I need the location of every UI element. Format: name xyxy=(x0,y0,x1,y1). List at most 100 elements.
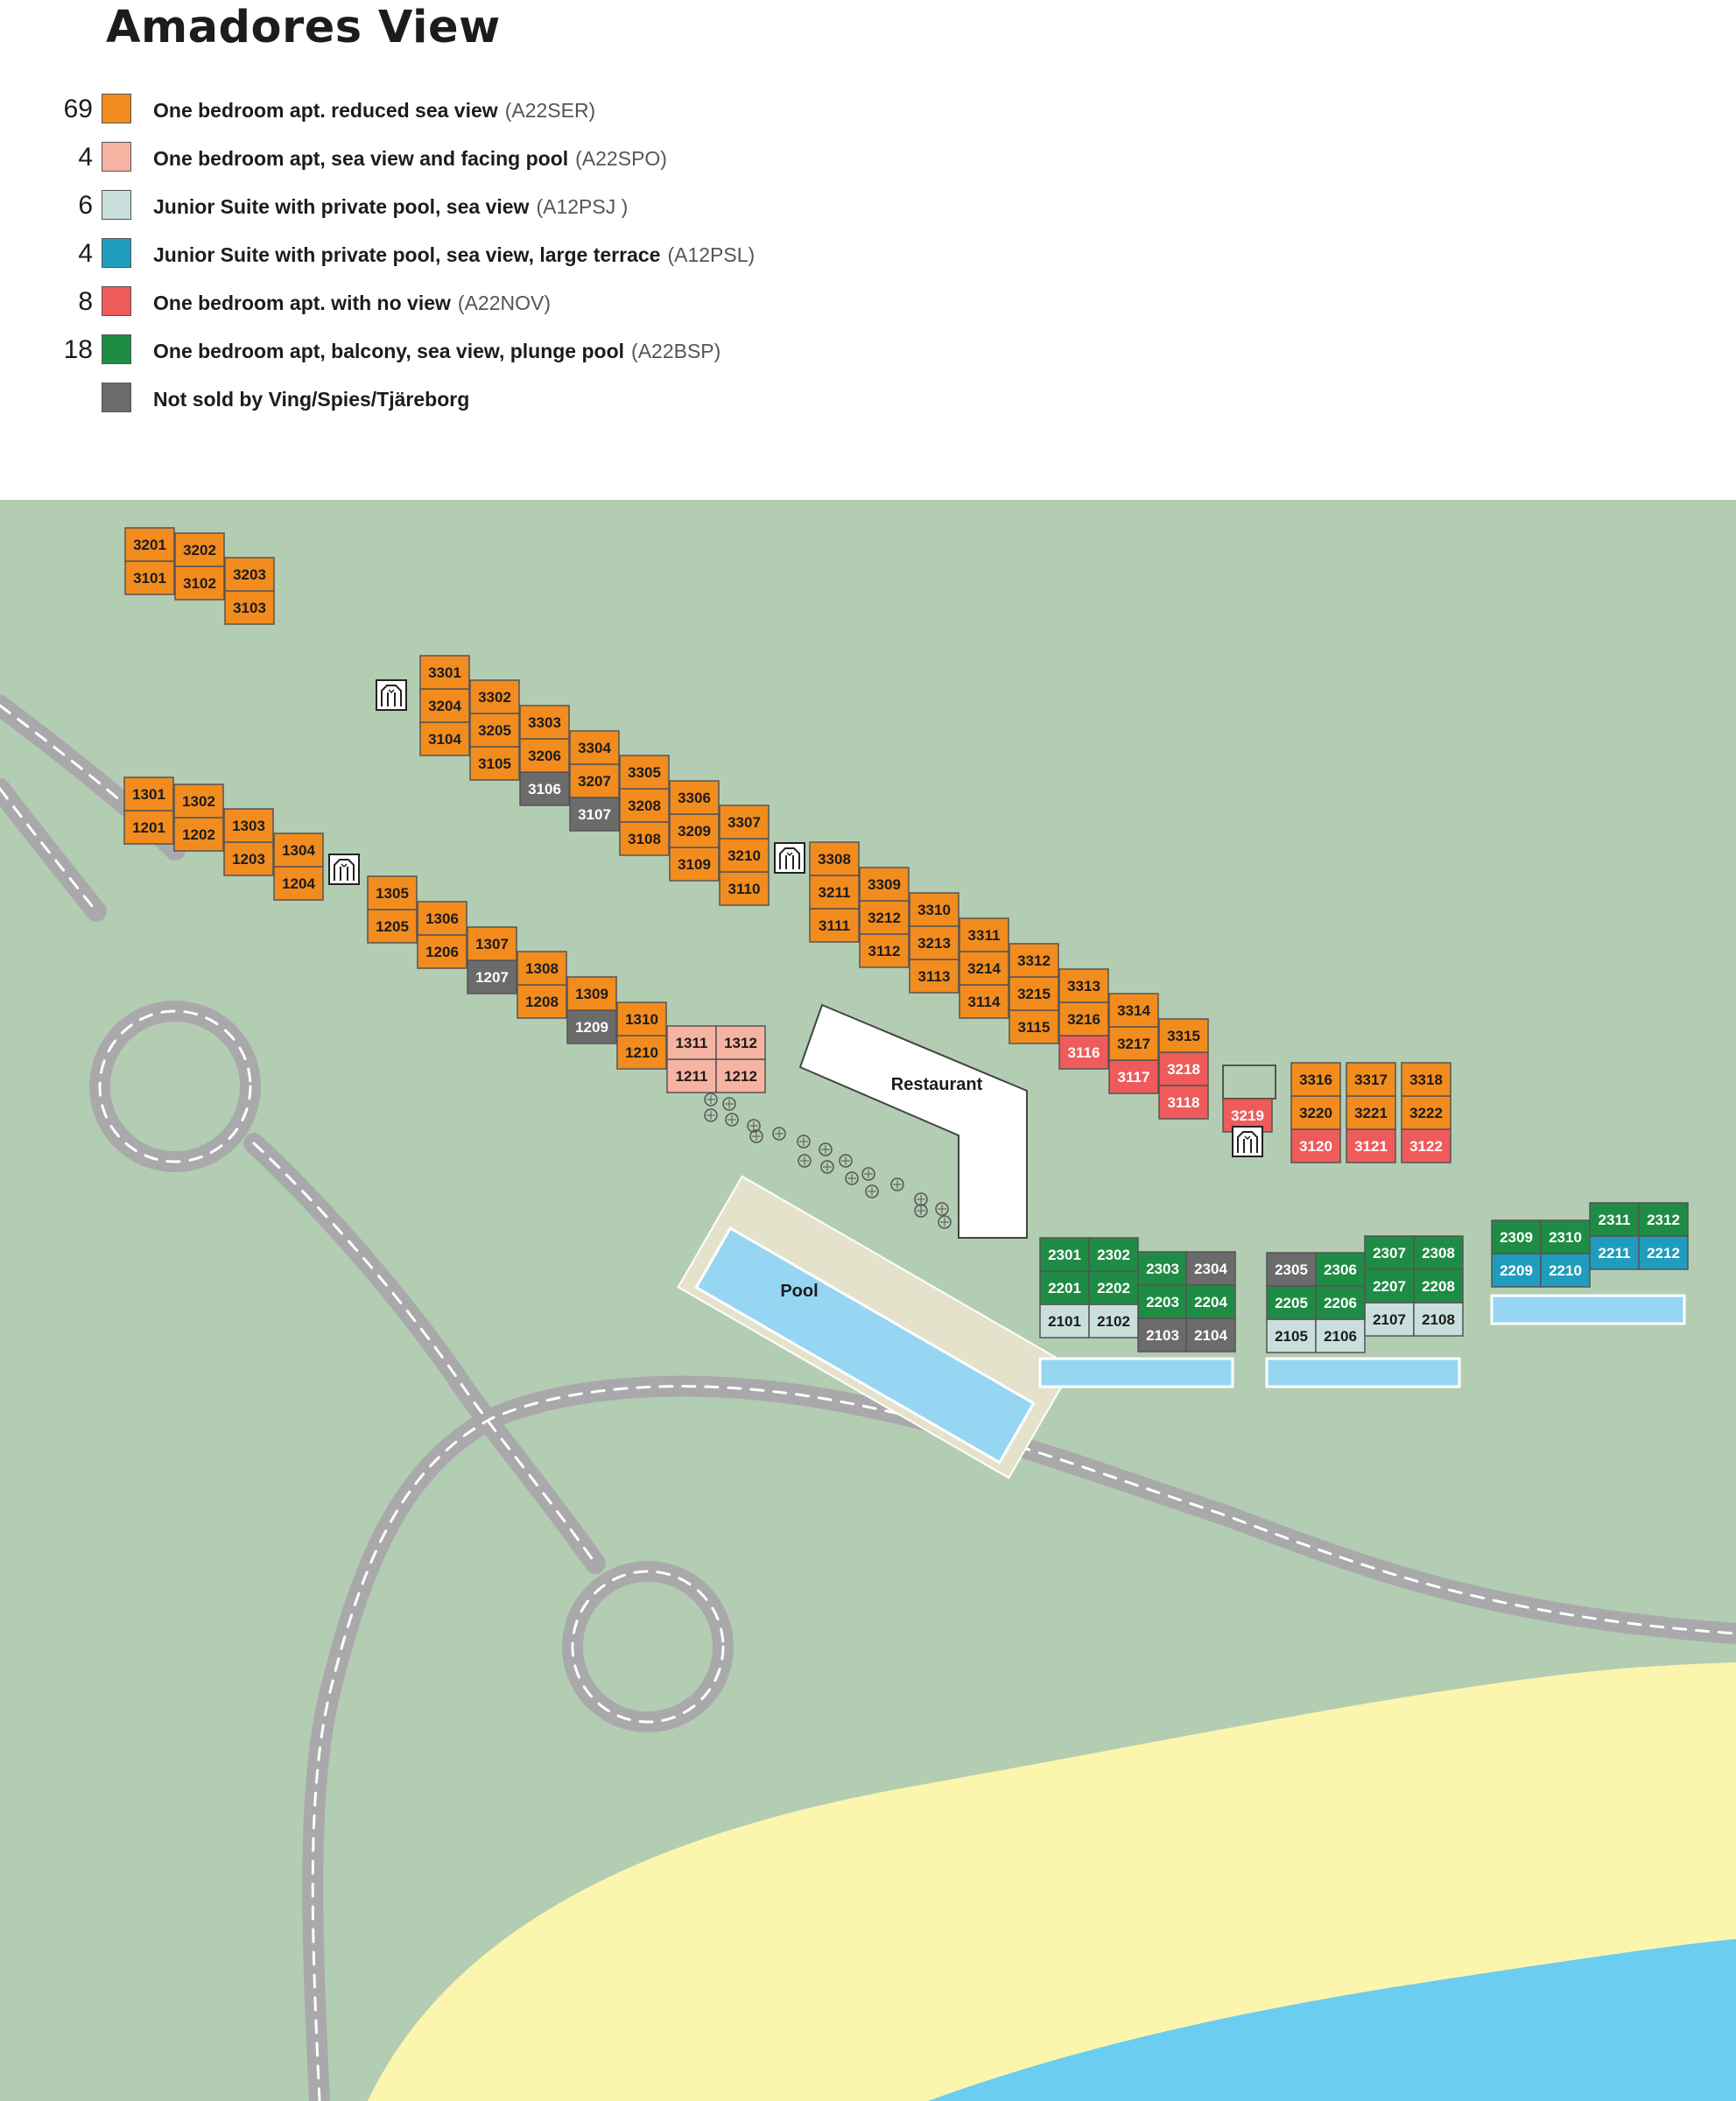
unit-number: 3107 xyxy=(578,806,611,823)
unit-number: 1203 xyxy=(232,851,265,868)
unit-number: 3216 xyxy=(1067,1011,1100,1028)
unit-3218: 3218 xyxy=(1158,1051,1209,1086)
unit-number: 3212 xyxy=(868,910,901,926)
unit-number: 3117 xyxy=(1118,1069,1150,1086)
unit-3311: 3311 xyxy=(959,917,1009,952)
legend-label: Not sold by Ving/Spies/Tjäreborg xyxy=(153,388,470,411)
unit-number: 3108 xyxy=(628,831,661,847)
legend-swatch xyxy=(102,94,131,123)
umbrella-icon xyxy=(725,1113,739,1127)
unit-number: 1302 xyxy=(182,793,215,810)
unit-box xyxy=(1158,1085,1209,1120)
pool-area xyxy=(677,1175,1074,1479)
unit-number: 2208 xyxy=(1422,1278,1455,1295)
unit-number: 1207 xyxy=(475,969,509,986)
unit-number: 3203 xyxy=(233,566,266,583)
unit-1306: 1306 xyxy=(417,901,467,936)
unit-number: 2312 xyxy=(1647,1212,1680,1228)
unit-3301: 3301 xyxy=(419,655,470,690)
legend-swatch xyxy=(102,190,131,220)
unit-3120: 3120 xyxy=(1290,1128,1341,1163)
unit-box xyxy=(1058,1001,1109,1036)
unit-box xyxy=(809,908,860,943)
legend-count: 4 xyxy=(78,143,93,172)
unit-number: 3316 xyxy=(1299,1072,1332,1088)
unit-box xyxy=(223,841,274,876)
unit-1311: 1311 xyxy=(666,1025,717,1060)
umbrella-icon xyxy=(722,1097,736,1111)
unit-number: 2106 xyxy=(1324,1328,1357,1345)
unit-number: 1212 xyxy=(724,1068,757,1085)
unit-number: 3110 xyxy=(728,881,761,897)
unit-box xyxy=(1009,943,1059,978)
unit-number: 3116 xyxy=(1068,1044,1100,1061)
unit-number: 1206 xyxy=(425,944,459,960)
unit-number: 1306 xyxy=(425,910,459,927)
legend-count: 69 xyxy=(63,95,93,123)
unit-box xyxy=(1158,1018,1209,1053)
unit-box xyxy=(1401,1128,1451,1163)
unit-number: 2309 xyxy=(1500,1229,1533,1246)
unit-number: 2211 xyxy=(1599,1245,1631,1261)
unit-3118: 3118 xyxy=(1158,1085,1209,1120)
unit-2311: 2311 xyxy=(1589,1202,1640,1237)
unit-box xyxy=(1413,1268,1464,1303)
unit-box xyxy=(1039,1303,1090,1339)
unit-3221: 3221 xyxy=(1346,1095,1396,1130)
unit-1210: 1210 xyxy=(616,1035,667,1070)
unit-number: 1312 xyxy=(724,1035,757,1051)
private-pool xyxy=(1490,1294,1686,1325)
unit-3304: 3304 xyxy=(569,730,620,765)
legend-swatch xyxy=(102,286,131,316)
unit-box xyxy=(224,557,275,592)
roads xyxy=(0,695,1736,2101)
unit-box xyxy=(719,838,770,873)
unit-1211: 1211 xyxy=(666,1058,717,1093)
unit-number: 2210 xyxy=(1549,1262,1582,1279)
unit-number: 1201 xyxy=(132,819,165,836)
umbrella-icon xyxy=(704,1108,718,1122)
unit-box xyxy=(517,984,567,1019)
unit-number: 3306 xyxy=(678,790,711,806)
unit-box xyxy=(909,959,959,994)
unit-3310: 3310 xyxy=(909,892,959,927)
unit-3306: 3306 xyxy=(669,780,720,815)
unit-number: 3213 xyxy=(917,935,951,952)
unit-2303: 2303 xyxy=(1137,1251,1188,1286)
legend-item: 8 One bedroom apt. with no view(A22NOV) xyxy=(0,284,875,319)
umbrella-icon xyxy=(704,1093,718,1107)
unit-2108: 2108 xyxy=(1413,1302,1464,1337)
unit-box xyxy=(809,841,860,876)
unit-box xyxy=(569,730,620,765)
unit-box xyxy=(619,755,670,790)
unit-box xyxy=(467,959,517,994)
legend-code: (A12PSJ ) xyxy=(536,195,629,218)
umbrella-icon xyxy=(914,1204,928,1218)
unit-number: 3310 xyxy=(917,902,951,918)
unit-box xyxy=(1638,1202,1689,1237)
unit-3115: 3115 xyxy=(1009,1009,1059,1044)
unit-3212: 3212 xyxy=(859,900,910,935)
unit-number: 1311 xyxy=(676,1035,708,1051)
unit-1305: 1305 xyxy=(367,875,418,910)
unit-number: 3305 xyxy=(628,764,661,781)
legend-count: 18 xyxy=(63,335,93,364)
unit-number: 2107 xyxy=(1373,1311,1406,1328)
legend-swatch xyxy=(102,142,131,172)
unit-number: 3122 xyxy=(1409,1138,1443,1155)
unit-box xyxy=(1009,976,1059,1011)
unit-1301: 1301 xyxy=(123,776,174,812)
unit-2309: 2309 xyxy=(1491,1219,1542,1254)
unit-3114: 3114 xyxy=(959,984,1009,1019)
legend-item: 4 One bedroom apt, sea view and facing p… xyxy=(0,139,875,174)
unit-number: 1301 xyxy=(132,786,165,803)
unit-number: 1308 xyxy=(525,960,559,977)
unit-box xyxy=(419,655,470,690)
unit-number: 2105 xyxy=(1275,1328,1308,1345)
unit-number: 3308 xyxy=(818,851,851,868)
unit-box xyxy=(123,810,174,845)
unit-1310: 1310 xyxy=(616,1001,667,1036)
unit-3117: 3117 xyxy=(1108,1059,1159,1094)
unit-3112: 3112 xyxy=(859,933,910,968)
